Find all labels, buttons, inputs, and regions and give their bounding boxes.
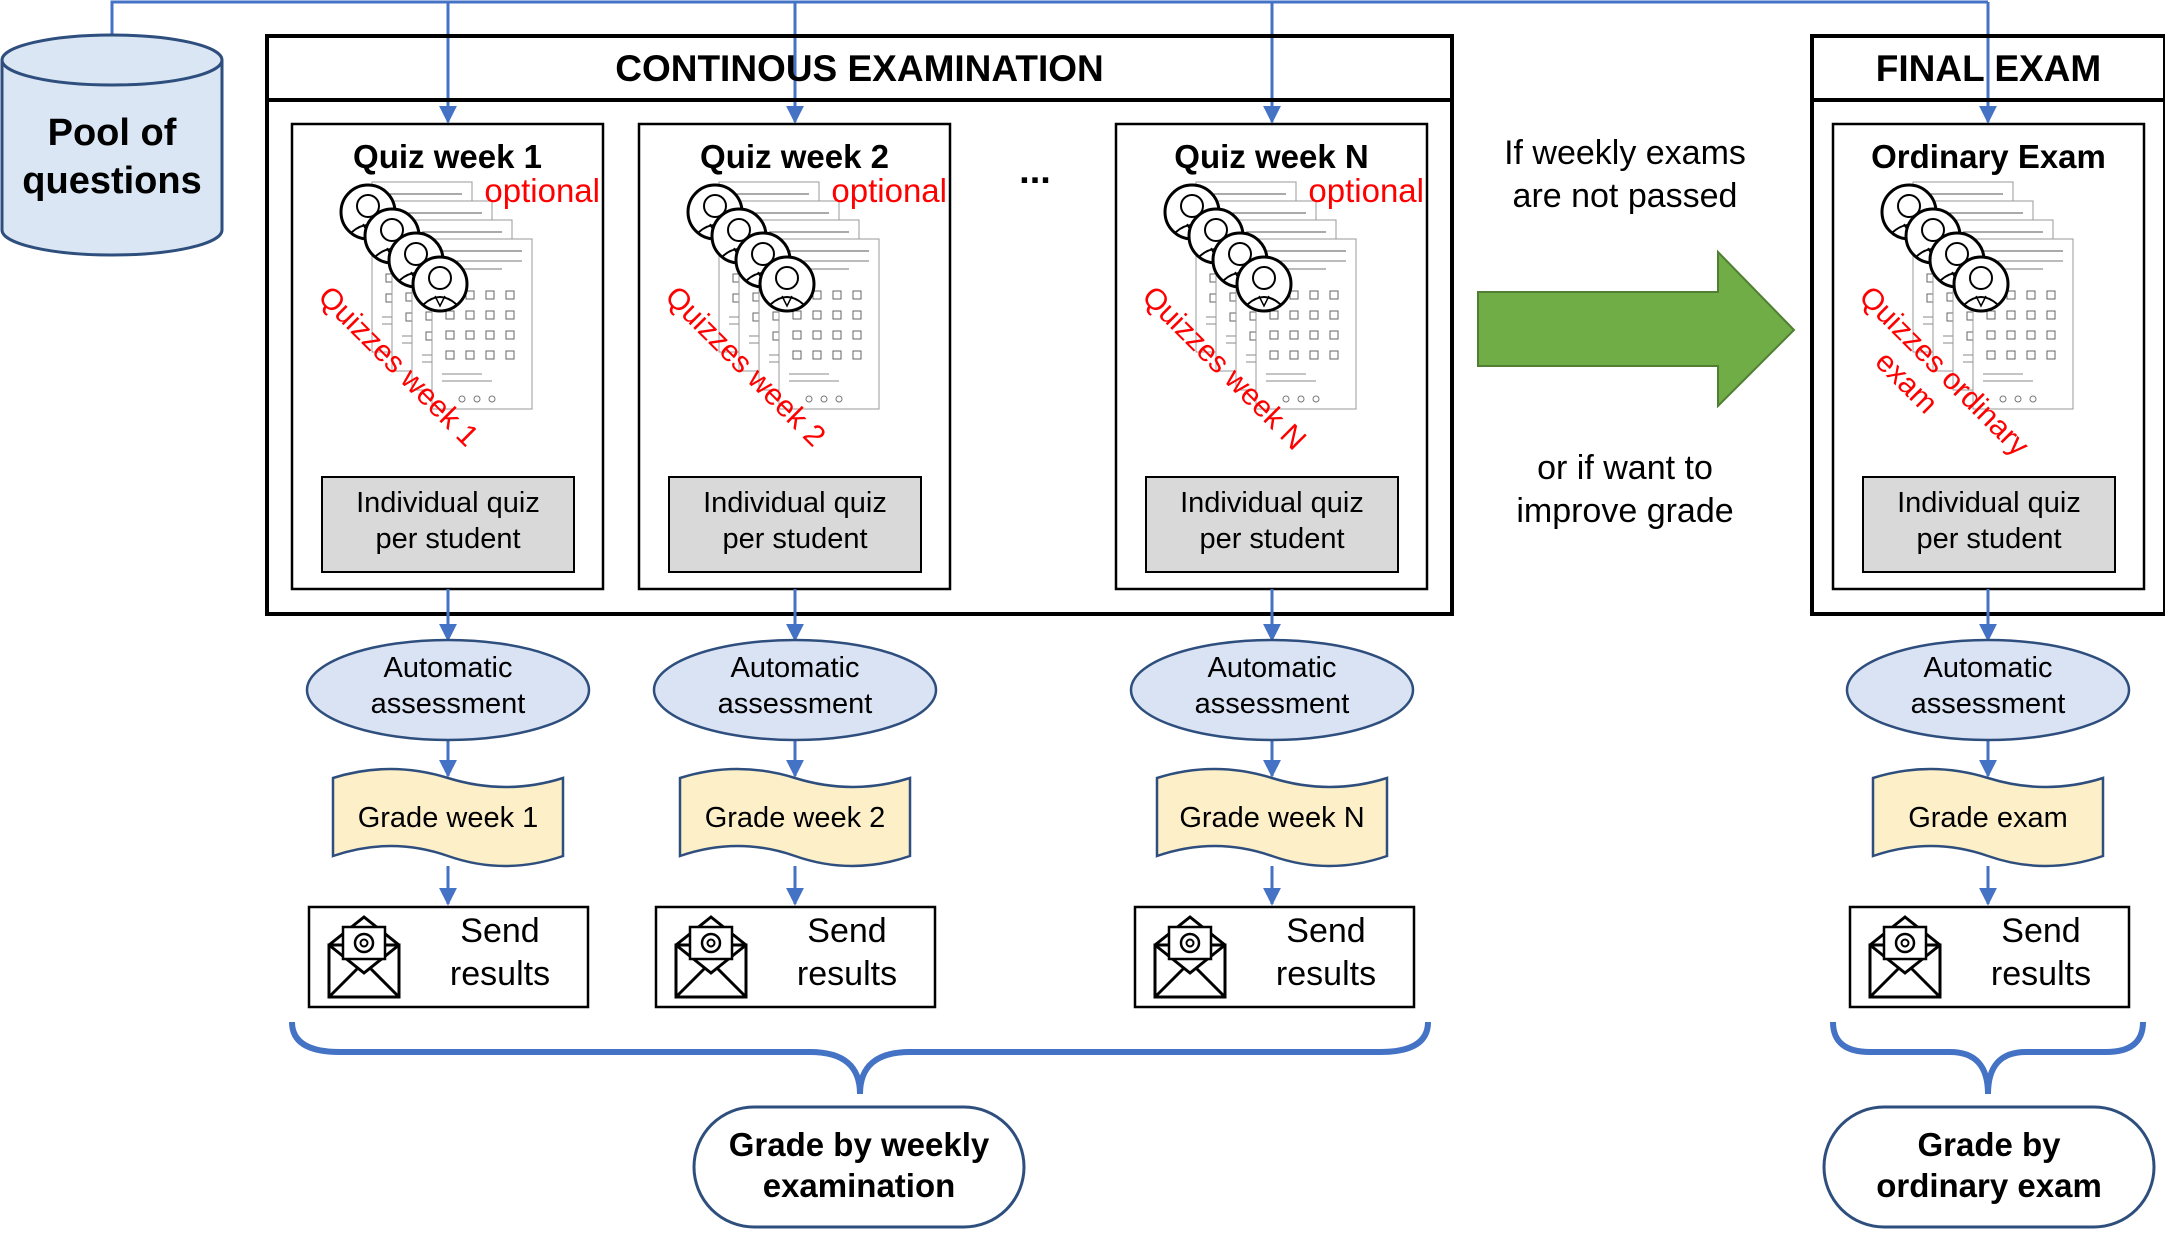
final-result-label: Grade by ordinary exam bbox=[1824, 1124, 2154, 1207]
grade-week-2-label: Grade week 2 bbox=[704, 802, 886, 834]
weekly-result-box bbox=[692, 1105, 1026, 1229]
green-transition-arrow bbox=[1477, 249, 1796, 409]
quiz-2-title: Quiz week 2 bbox=[700, 138, 889, 175]
send-line-1: Send bbox=[1286, 912, 1366, 950]
auto-assessment-1-label: Automatic assessment bbox=[318, 650, 578, 723]
final-individual-box bbox=[1862, 476, 2116, 573]
auto-line-1: Automatic bbox=[1923, 652, 2053, 684]
weekly-result-label: Grade by weekly examination bbox=[694, 1124, 1024, 1207]
send-line-1: Send bbox=[460, 912, 540, 950]
auto-assessment-final-ellipse bbox=[1845, 638, 2131, 742]
auto-assessment-2-label: Automatic assessment bbox=[665, 650, 925, 723]
quiz-1-optional: optional bbox=[484, 172, 600, 209]
individual-line-2: per student bbox=[1916, 523, 2062, 556]
individual-line-2: per student bbox=[1199, 523, 1345, 556]
auto-line-2: assessment bbox=[717, 688, 873, 721]
transition-top-text: If weekly exams are not passed bbox=[1460, 132, 1790, 217]
auto-assessment-1-ellipse bbox=[305, 638, 591, 742]
auto-line-2: assessment bbox=[370, 688, 526, 721]
individual-line-1: Individual quiz bbox=[703, 487, 887, 519]
auto-assessment-n-ellipse bbox=[1129, 638, 1415, 742]
send-line-2: results bbox=[1990, 954, 2092, 993]
send-line-2: results bbox=[449, 954, 551, 993]
auto-assessment-2-ellipse bbox=[652, 638, 938, 742]
pool-label-line-2: questions bbox=[22, 159, 202, 202]
transition-top-line-1: If weekly exams bbox=[1504, 134, 1746, 172]
individual-line-2: per student bbox=[722, 523, 868, 556]
send-line-2: results bbox=[796, 954, 898, 993]
continuous-title: CONTINOUS EXAMINATION bbox=[615, 48, 1104, 89]
send-results-2-label: Send results bbox=[767, 910, 927, 995]
transition-bottom-line-1: or if want to bbox=[1537, 449, 1713, 487]
auto-line-1: Automatic bbox=[730, 652, 860, 684]
pool-cylinder bbox=[0, 33, 224, 257]
final-result-box bbox=[1822, 1105, 2156, 1229]
grade-exam-shape bbox=[1871, 767, 2105, 868]
grade-week-n-shape bbox=[1155, 767, 1389, 868]
quiz-1-title: Quiz week 1 bbox=[353, 138, 542, 175]
quiz-n-title: Quiz week N bbox=[1174, 138, 1369, 175]
final-brace bbox=[1830, 1021, 2146, 1095]
quiz-2-individual-label: Individual quiz per student bbox=[669, 485, 921, 558]
individual-line-1: Individual quiz bbox=[1180, 487, 1364, 519]
continuous-frame bbox=[265, 34, 1454, 616]
individual-line-1: Individual quiz bbox=[356, 487, 540, 519]
send-line-1: Send bbox=[807, 912, 887, 950]
quiz-n-individual-label: Individual quiz per student bbox=[1146, 485, 1398, 558]
transition-bottom-line-2: improve grade bbox=[1516, 491, 1734, 530]
quiz-1-individual-box bbox=[321, 476, 575, 573]
final-title: FINAL EXAM bbox=[1875, 48, 2102, 89]
final-individual-label: Individual quiz per student bbox=[1863, 485, 2115, 558]
quiz-2-individual-box bbox=[668, 476, 922, 573]
auto-assessment-n-label: Automatic assessment bbox=[1142, 650, 1402, 723]
weekly-result-line-2: examination bbox=[762, 1167, 956, 1205]
pool-label-line-1: Pool of bbox=[47, 112, 177, 154]
auto-assessment-final-label: Automatic assessment bbox=[1858, 650, 2118, 723]
final-exam-title: Ordinary Exam bbox=[1871, 138, 2106, 175]
pool-distribution-line bbox=[110, 0, 1988, 48]
transition-top-line-2: are not passed bbox=[1512, 176, 1738, 215]
individual-line-2: per student bbox=[375, 523, 521, 556]
send-line-1: Send bbox=[2001, 912, 2081, 950]
send-results-1-label: Send results bbox=[420, 910, 580, 995]
auto-line-1: Automatic bbox=[1207, 652, 1337, 684]
auto-line-2: assessment bbox=[1194, 688, 1350, 721]
weekly-brace bbox=[289, 1021, 1431, 1095]
weekly-result-line-1: Grade by weekly bbox=[728, 1126, 990, 1163]
quiz-2-optional: optional bbox=[831, 172, 947, 209]
quiz-n-individual-box bbox=[1145, 476, 1399, 573]
ellipsis: ... bbox=[1019, 150, 1051, 192]
grade-week-2-shape bbox=[678, 767, 912, 868]
transition-bottom-text: or if want to improve grade bbox=[1460, 447, 1790, 532]
send-line-2: results bbox=[1275, 954, 1377, 993]
quiz-n-optional: optional bbox=[1308, 172, 1424, 209]
auto-line-1: Automatic bbox=[383, 652, 513, 684]
auto-line-2: assessment bbox=[1910, 688, 2066, 721]
individual-line-1: Individual quiz bbox=[1897, 487, 2081, 519]
quiz-1-individual-label: Individual quiz per student bbox=[322, 485, 574, 558]
grade-exam-label: Grade exam bbox=[1908, 802, 2068, 834]
grade-week-n-label: Grade week N bbox=[1179, 802, 1365, 834]
send-results-final-label: Send results bbox=[1961, 910, 2121, 995]
final-result-line-1: Grade by bbox=[1917, 1126, 2061, 1163]
grade-week-1-label: Grade week 1 bbox=[357, 802, 539, 834]
final-result-line-2: ordinary exam bbox=[1876, 1167, 2102, 1205]
grade-week-1-shape bbox=[331, 767, 565, 868]
pool-label: Pool of questions bbox=[2, 110, 222, 205]
send-results-n-label: Send results bbox=[1246, 910, 1406, 995]
